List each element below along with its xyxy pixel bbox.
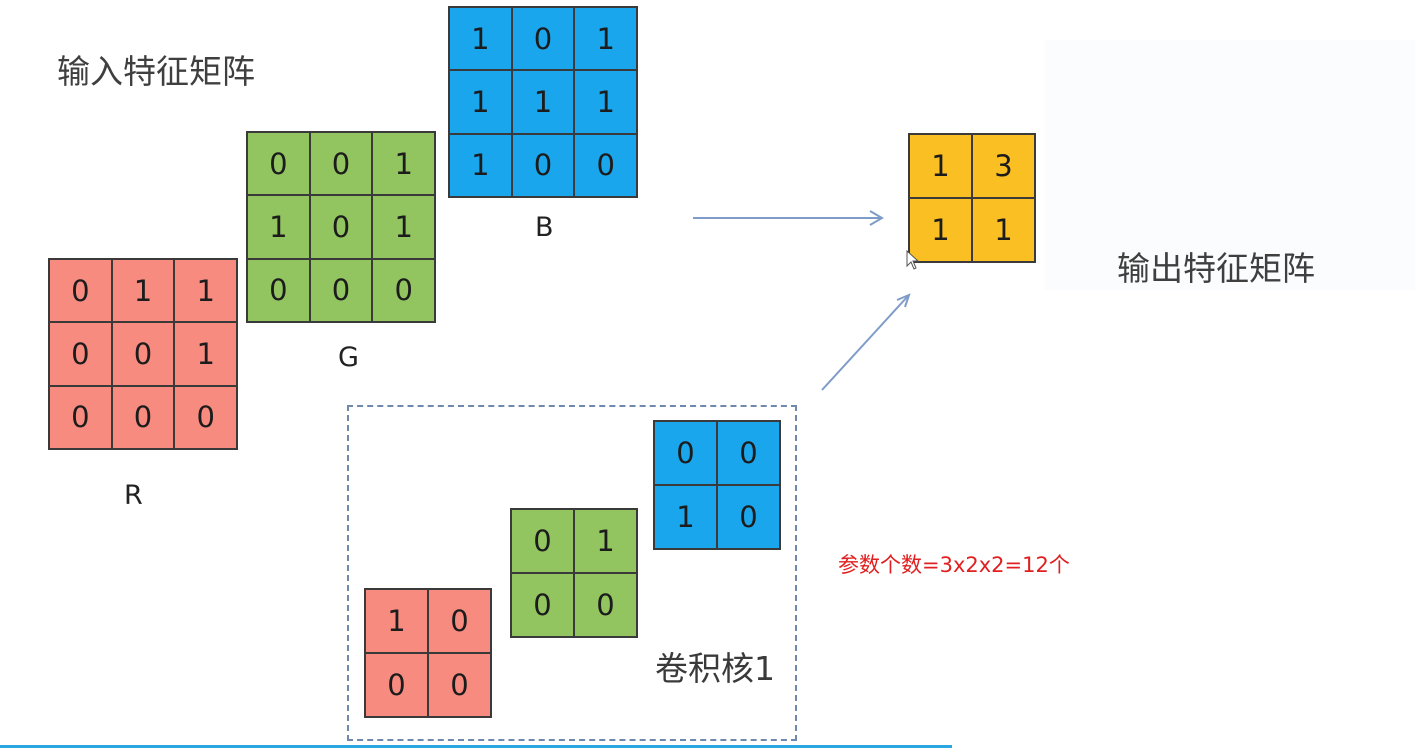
matrix-cell: 0 bbox=[574, 573, 637, 637]
matrix-cell: 1 bbox=[372, 195, 435, 259]
matrix-cell: 1 bbox=[174, 259, 237, 323]
input-matrix-g: 0 0 1 1 0 1 0 0 0 bbox=[246, 131, 436, 323]
matrix-cell: 1 bbox=[247, 195, 310, 259]
matrix-cell: 0 bbox=[428, 589, 491, 653]
matrix-cell: 1 bbox=[174, 322, 237, 386]
parameter-count-note: 参数个数=3x2x2=12个 bbox=[838, 553, 1070, 577]
matrix-cell: 1 bbox=[449, 70, 512, 134]
output-panel-background bbox=[1045, 40, 1415, 290]
kernel-matrix-b: 0 0 1 0 bbox=[653, 420, 781, 550]
matrix-cell: 1 bbox=[909, 134, 972, 198]
matrix-cell: 0 bbox=[247, 258, 310, 322]
matrix-cell: 0 bbox=[654, 421, 717, 485]
matrix-cell: 0 bbox=[49, 322, 112, 386]
matrix-cell: 1 bbox=[365, 589, 428, 653]
matrix-cell: 0 bbox=[717, 485, 780, 549]
channel-label-r: R bbox=[124, 480, 143, 511]
kernel-to-output-arrow bbox=[821, 293, 911, 391]
matrix-cell: 1 bbox=[654, 485, 717, 549]
kernel-matrix-r: 1 0 0 0 bbox=[364, 588, 492, 718]
matrix-cell: 0 bbox=[49, 259, 112, 323]
channel-label-g: G bbox=[338, 342, 359, 373]
output-matrix: 1 3 1 1 bbox=[908, 133, 1036, 263]
matrix-cell: 0 bbox=[511, 7, 575, 71]
matrix-cell: 0 bbox=[511, 509, 574, 573]
matrix-cell: 0 bbox=[247, 132, 310, 196]
matrix-cell: 0 bbox=[309, 258, 373, 322]
input-matrix-r: 0 1 1 0 0 1 0 0 0 bbox=[48, 258, 238, 450]
matrix-cell: 0 bbox=[717, 421, 780, 485]
matrix-cell: 0 bbox=[511, 573, 574, 637]
matrix-cell: 0 bbox=[511, 133, 575, 197]
matrix-cell: 0 bbox=[309, 195, 373, 259]
mouse-pointer-icon bbox=[906, 250, 920, 270]
matrix-cell: 0 bbox=[309, 132, 373, 196]
matrix-cell: 1 bbox=[574, 70, 637, 134]
matrix-cell: 3 bbox=[972, 134, 1035, 198]
progress-bar-line bbox=[0, 745, 952, 748]
matrix-cell: 0 bbox=[111, 322, 175, 386]
matrix-cell: 0 bbox=[49, 385, 112, 449]
matrix-cell: 1 bbox=[511, 70, 575, 134]
matrix-cell: 0 bbox=[111, 385, 175, 449]
matrix-cell: 1 bbox=[909, 198, 972, 262]
matrix-cell: 1 bbox=[372, 132, 435, 196]
input-matrix-title: 输入特征矩阵 bbox=[57, 52, 255, 91]
input-matrix-b: 1 0 1 1 1 1 1 0 0 bbox=[448, 6, 638, 198]
matrix-cell: 0 bbox=[174, 385, 237, 449]
matrix-cell: 1 bbox=[972, 198, 1035, 262]
kernel-matrix-g: 0 1 0 0 bbox=[510, 508, 638, 638]
output-matrix-title: 输出特征矩阵 bbox=[1117, 249, 1315, 288]
kernel-dashed-box bbox=[347, 405, 797, 741]
matrix-cell: 1 bbox=[449, 7, 512, 71]
matrix-cell: 0 bbox=[428, 653, 491, 717]
matrix-cell: 0 bbox=[574, 133, 637, 197]
matrix-cell: 1 bbox=[574, 7, 637, 71]
matrix-cell: 1 bbox=[574, 509, 637, 573]
matrix-cell: 1 bbox=[449, 133, 512, 197]
kernel-title: 卷积核1 bbox=[655, 649, 775, 688]
matrix-cell: 1 bbox=[111, 259, 175, 323]
matrix-cell: 0 bbox=[365, 653, 428, 717]
input-to-output-arrow bbox=[693, 210, 884, 226]
matrix-cell: 0 bbox=[372, 258, 435, 322]
channel-label-b: B bbox=[535, 212, 554, 243]
